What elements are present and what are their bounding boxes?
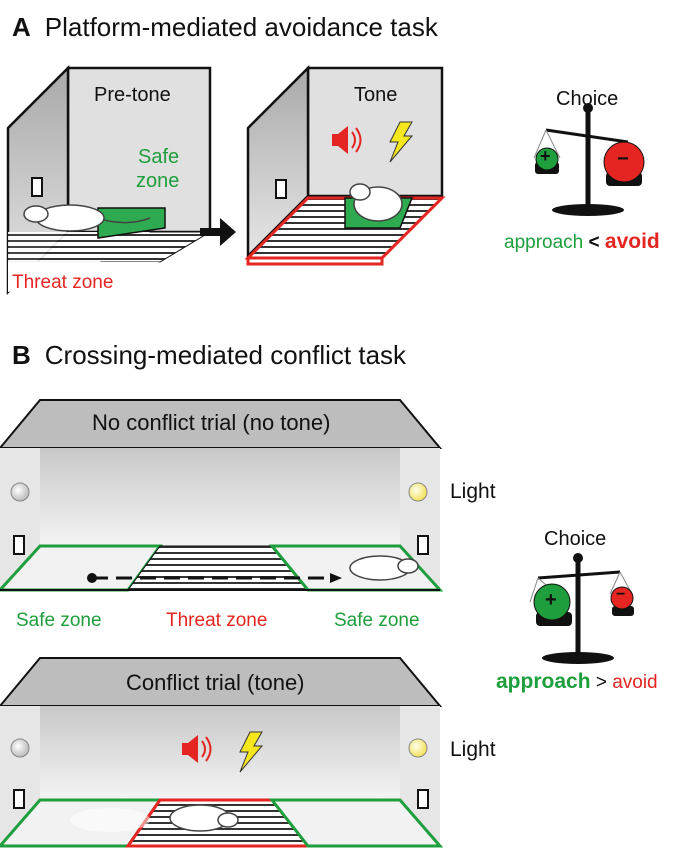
minus-sign-a: − xyxy=(617,148,629,170)
lever-icon xyxy=(417,789,429,809)
approach-label-a: approach xyxy=(504,232,584,253)
lever-icon xyxy=(275,179,287,199)
panel-a-title: A Platform-mediated avoidance task xyxy=(12,12,438,43)
lever-icon xyxy=(31,177,43,197)
conflict-trial-label: Conflict trial (tone) xyxy=(126,670,305,695)
relation-b: > xyxy=(595,672,607,693)
relation-a: < xyxy=(588,232,600,253)
pretone-box xyxy=(6,64,212,296)
panel-b-title: B Crossing-mediated conflict task xyxy=(12,340,406,371)
approach-label-b: approach xyxy=(496,670,591,693)
avoid-weight xyxy=(603,141,645,183)
panel-a-letter: A xyxy=(12,12,31,42)
balance-scale-a xyxy=(533,103,645,216)
shock-icon xyxy=(239,731,264,773)
plus-sign-a: + xyxy=(540,146,551,166)
speaker-icon xyxy=(182,735,212,763)
no-conflict-box xyxy=(0,399,444,592)
safe-label-line1: Safe xyxy=(138,146,180,168)
light-bulb-off-icon xyxy=(10,738,30,758)
approach-weight xyxy=(535,147,559,171)
light-bulb-on-icon xyxy=(408,738,428,758)
lever-icon xyxy=(13,535,25,555)
transition-arrow xyxy=(200,218,236,246)
safe-zone-left-label: Safe zone xyxy=(16,610,102,631)
safe-zone-right xyxy=(268,798,444,848)
comparison-b: approach > avoid xyxy=(496,670,658,694)
light-label-1: Light xyxy=(450,480,496,503)
pretone-label: Pre-tone xyxy=(94,84,171,106)
conflict-box xyxy=(0,657,444,848)
choice-label-a: Choice xyxy=(556,88,619,110)
panel-a-title-text: Platform-mediated avoidance task xyxy=(44,12,438,42)
tone-label: Tone xyxy=(354,84,398,106)
comparison-a: approach < avoid xyxy=(504,230,660,254)
avoid-label-b: avoid xyxy=(612,672,658,693)
tone-box xyxy=(244,64,446,266)
lever-icon xyxy=(417,535,429,555)
light-bulb-on-icon xyxy=(408,482,428,502)
safe-zone-right-label: Safe zone xyxy=(334,610,420,631)
balance-scale-b xyxy=(529,553,634,664)
lever-icon xyxy=(13,789,25,809)
no-conflict-trial-label: No conflict trial (no tone) xyxy=(92,410,331,435)
panel-b-title-text: Crossing-mediated conflict task xyxy=(44,340,407,370)
approach-weight xyxy=(533,583,571,621)
threat-zone-label-b: Threat zone xyxy=(166,610,268,631)
light-bulb-off-icon xyxy=(10,482,30,502)
avoid-label-a: avoid xyxy=(604,230,660,253)
panel-b-letter: B xyxy=(12,340,31,370)
speaker-icon xyxy=(332,126,362,154)
plus-sign-b: + xyxy=(545,589,557,611)
minus-sign-b: − xyxy=(616,586,626,603)
safe-label-line2: zone xyxy=(136,170,180,192)
rat-ghost-icon xyxy=(70,808,150,832)
light-label-2: Light xyxy=(450,738,496,761)
avoid-weight xyxy=(610,586,634,610)
shock-icon xyxy=(389,121,414,163)
threat-zone-label-a: Threat zone xyxy=(12,272,114,293)
choice-label-b: Choice xyxy=(544,528,607,550)
